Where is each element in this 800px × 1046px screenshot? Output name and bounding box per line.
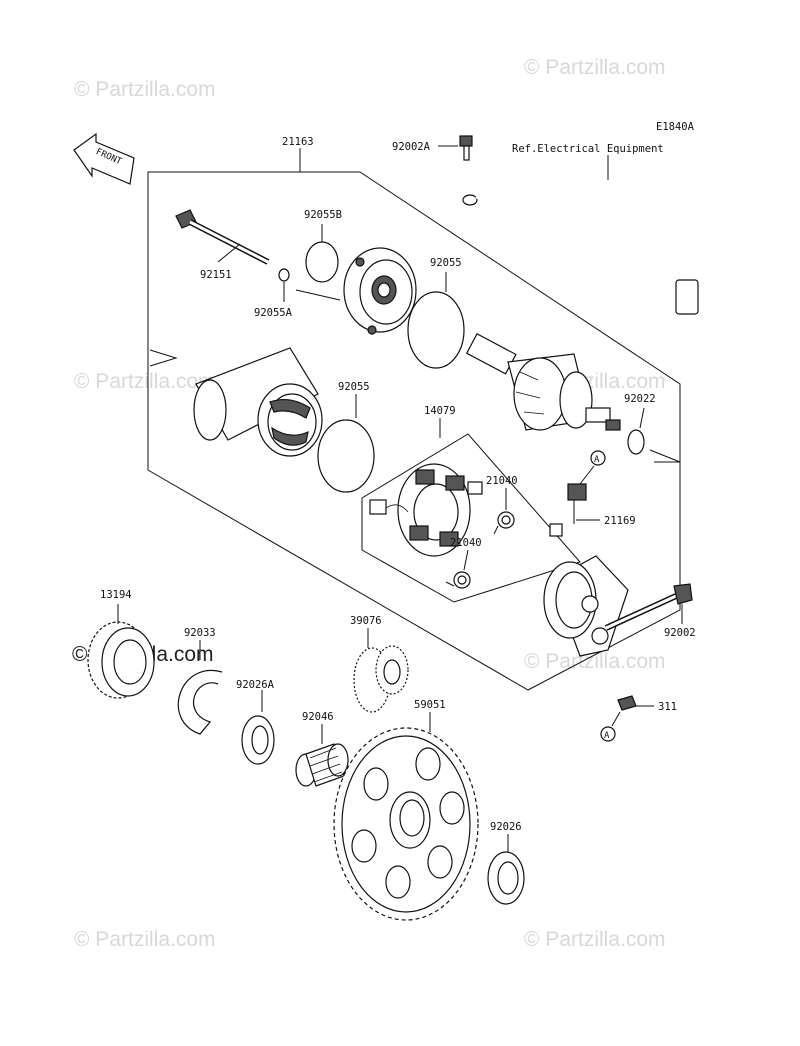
o-ring-92055B — [305, 241, 339, 283]
callout-92055A: 92055A — [254, 307, 293, 319]
needle-bearing-92046 — [295, 743, 349, 787]
ref-note: Ref.Electrical Equipment — [512, 143, 664, 155]
callout-92046: 92046 — [302, 711, 334, 723]
o-ring-92055-upper — [407, 291, 465, 369]
yoke-housing — [193, 347, 323, 457]
idle-gear-39076 — [353, 645, 409, 713]
watermark: © Partzilla.com — [524, 928, 666, 951]
front-arrow-icon: FRONT — [73, 132, 135, 185]
spring-21040-upper — [493, 511, 515, 535]
callout-14079: 14079 — [424, 405, 456, 417]
assembly-frame — [147, 171, 681, 691]
washer-92022 — [627, 429, 645, 455]
driven-gear-59051 — [333, 727, 479, 921]
callout-92055-lower: 92055 — [338, 381, 370, 393]
callout-39076: 39076 — [350, 615, 382, 627]
watermark: © Partzilla.com — [74, 78, 216, 101]
watermark: © Partzilla.com — [74, 370, 216, 393]
terminal-21169: A 21169 — [549, 450, 636, 537]
callout-92055-upper: 92055 — [430, 257, 462, 269]
bolt-92002: 92002 — [604, 583, 696, 639]
callout-21163: 21163 — [282, 136, 314, 148]
part-311: 311 A — [600, 695, 677, 742]
starter-clutch-13194 — [87, 621, 155, 699]
diagram-id: E1840A — [656, 121, 695, 133]
watermark: © Partzilla.com — [74, 928, 216, 951]
callout-311: 311 — [658, 701, 677, 713]
spring-21040-lower — [445, 571, 471, 589]
callout-21169: 21169 — [604, 515, 636, 527]
callout-92055B: 92055B — [304, 209, 342, 221]
brush-holder-plate — [369, 463, 483, 557]
armature — [465, 332, 621, 431]
callout-92151: 92151 — [200, 269, 232, 281]
through-bolt-92151: 92151 — [175, 209, 270, 281]
callout-92002A: 92002A — [392, 141, 431, 153]
starter-cable: Ref.Electrical Equipment — [462, 143, 699, 315]
callout-21040-upper: 21040 — [486, 475, 518, 487]
circlip-92033 — [177, 669, 223, 735]
ref-marker: A — [594, 455, 600, 465]
brush-holder-frame — [361, 433, 581, 603]
callout-92026: 92026 — [490, 821, 522, 833]
rear-cover — [543, 555, 629, 657]
o-ring-92055A — [278, 268, 290, 282]
watermark: © Partzilla.com — [524, 650, 666, 673]
callout-92033: 92033 — [184, 627, 216, 639]
callout-92022: 92022 — [624, 393, 656, 405]
callout-59051: 59051 — [414, 699, 446, 711]
callout-21040-lower: 21040 — [450, 537, 482, 549]
watermark: © Partzilla.com — [524, 56, 666, 79]
o-ring-92055-lower — [317, 419, 375, 493]
callout-13194: 13194 — [100, 589, 132, 601]
front-cover — [343, 247, 417, 335]
bolt-92002A: 92002A — [392, 135, 473, 161]
ref-marker: A — [604, 731, 610, 741]
callout-92026A: 92026A — [236, 679, 275, 691]
callout-92002: 92002 — [664, 627, 696, 639]
